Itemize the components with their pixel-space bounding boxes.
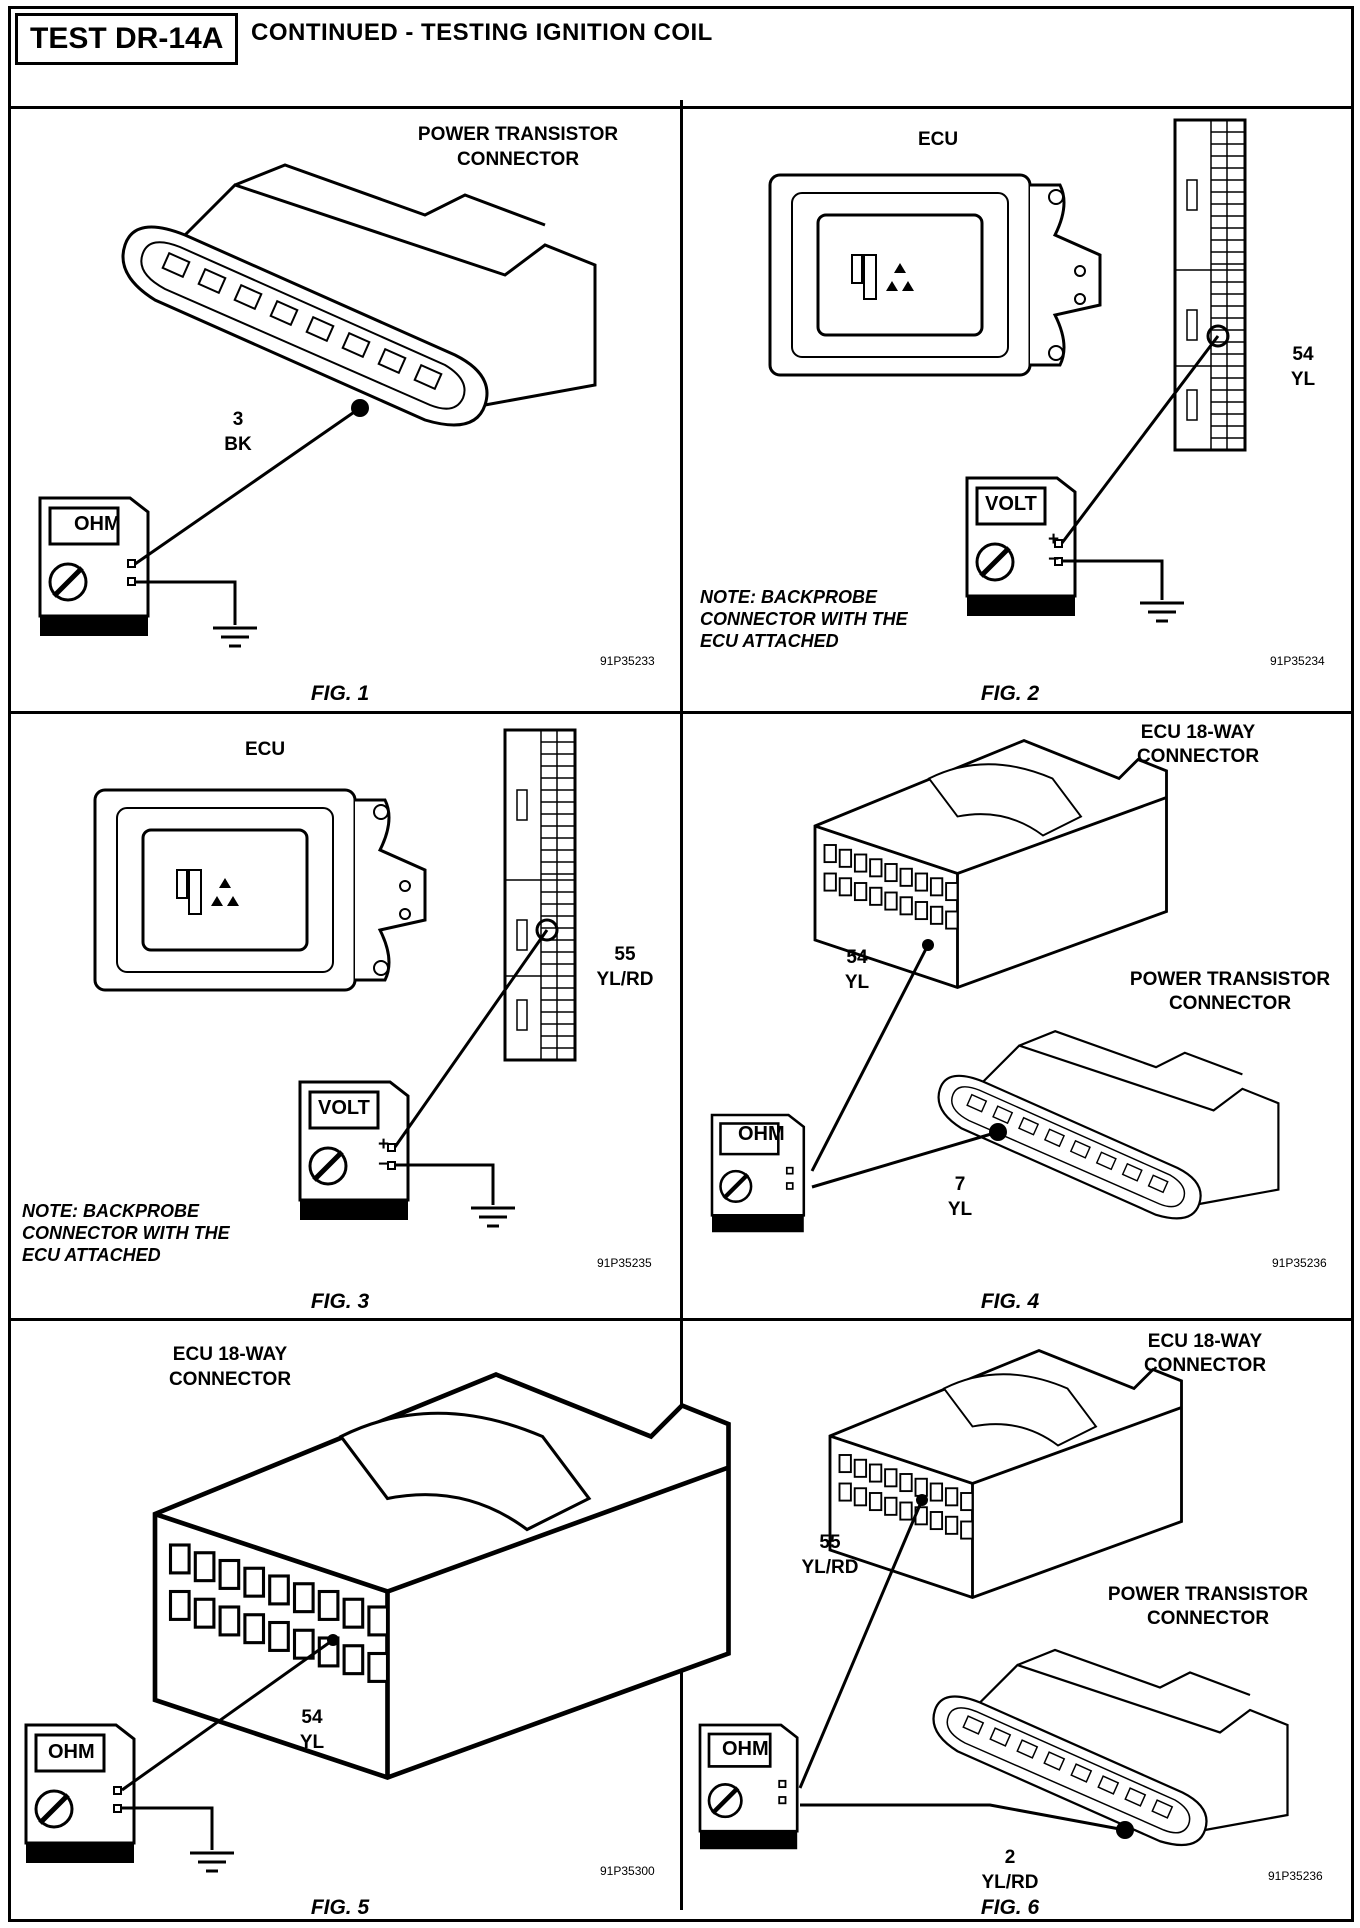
- pin-color: BK: [224, 434, 252, 455]
- test-id-box: TEST DR-14A: [15, 13, 239, 65]
- pin-number: 54: [301, 1707, 323, 1728]
- panel-divider-vertical: [680, 100, 683, 1910]
- ground-icon: [188, 1851, 236, 1873]
- meter-label: VOLT: [985, 493, 1037, 515]
- fig-6: ECU 18-WAY CONNECTOR 55 YL/RD POWER TRAN…: [700, 1331, 1323, 1919]
- probe-lead: [121, 1638, 334, 1792]
- probe-lead-1: [810, 944, 930, 1172]
- pin-number: 55: [614, 944, 636, 965]
- ecu-pin-strip: [1173, 118, 1247, 452]
- fig-1: OHM POWER TRANSISTOR CONNECTOR 3 BK 91P3…: [40, 124, 655, 705]
- header-title: CONTINUED - TESTING IGNITION COIL: [251, 19, 713, 46]
- pin-number: 3: [233, 409, 244, 430]
- note-l1: NOTE: BACKPROBE: [22, 1201, 200, 1221]
- probe-point: [535, 918, 559, 942]
- diagram-sheet: TEST DR-14A CONTINUED - TESTING IGNITION…: [8, 6, 1354, 1922]
- probe-lead: [134, 406, 361, 566]
- pin2-number: 2: [1005, 1847, 1016, 1868]
- ecu-pin-strip: [503, 728, 577, 1062]
- note-l2: CONNECTOR WITH THE: [22, 1223, 231, 1243]
- figure-code: 91P35236: [1268, 1869, 1323, 1883]
- note-l3: ECU ATTACHED: [22, 1245, 161, 1265]
- plus-sign: +: [378, 1134, 389, 1155]
- ecu-18-way-connector-drawing: [828, 1349, 1183, 1599]
- power-transistor-connector-drawing: [932, 1648, 1289, 1847]
- ecu-18-way-connector-drawing: [155, 1375, 729, 1778]
- figure-caption: FIG. 2: [981, 682, 1040, 705]
- probe-lead-2: [811, 1130, 999, 1189]
- meter-label: OHM: [738, 1123, 785, 1145]
- panel-divider-row2: [8, 1318, 1354, 1321]
- meter-label: OHM: [48, 1741, 95, 1763]
- pin-number: 54: [846, 947, 868, 968]
- figure-caption: FIG. 5: [311, 1896, 370, 1919]
- pin-color: YL: [845, 972, 870, 993]
- figure-caption: FIG. 6: [981, 1896, 1040, 1919]
- pin-color: YL: [1291, 369, 1316, 390]
- component-label-l1: POWER TRANSISTOR: [418, 124, 618, 145]
- meter-label: OHM: [74, 513, 121, 535]
- component-label: ECU: [245, 739, 285, 760]
- component-label-l2: CONNECTOR: [169, 1369, 291, 1390]
- figure-code: 91P35235: [597, 1256, 652, 1270]
- ground-lead: [135, 580, 237, 625]
- figure-code: 91P35234: [1270, 654, 1325, 668]
- figure-caption: FIG. 3: [311, 1290, 370, 1313]
- component-label-l2: CONNECTOR: [1144, 1355, 1266, 1376]
- minus-sign: −: [1048, 549, 1059, 570]
- component2-label-l1: POWER TRANSISTOR: [1108, 1584, 1308, 1605]
- ecu-drawing: [768, 173, 1102, 377]
- plus-sign: +: [1048, 529, 1059, 550]
- probe-lead: [1060, 335, 1220, 544]
- meter-label: OHM: [722, 1738, 769, 1760]
- ground-icon: [469, 1206, 517, 1228]
- ecu-18-way-connector-drawing: [813, 739, 1168, 989]
- fig-2: ECU 54 YL VOLT + − NOTE: BACKPROBE CONNE…: [700, 118, 1325, 705]
- component2-label-l2: CONNECTOR: [1169, 993, 1291, 1014]
- fig-5: ECU 18-WAY CONNECTOR 54 YL OHM 91P35300 …: [26, 1344, 729, 1919]
- component2-label-l2: CONNECTOR: [1147, 1608, 1269, 1629]
- ground-icon: [211, 626, 259, 648]
- component-label-l1: ECU 18-WAY: [1141, 722, 1256, 743]
- power-transistor-connector-drawing: [121, 163, 597, 427]
- figure-caption: FIG. 4: [981, 1290, 1040, 1313]
- ground-lead: [395, 1163, 495, 1205]
- power-transistor-connector-drawing: [937, 1030, 1280, 1220]
- fig-4: ECU 18-WAY CONNECTOR 54 YL POWER TRANSIS…: [712, 722, 1330, 1313]
- pin2-number: 7: [955, 1174, 966, 1195]
- fig-3: ECU 55 YL/RD VOLT + − NOTE: BACKPROBE CO…: [22, 728, 654, 1313]
- probe-point: [1206, 324, 1230, 348]
- figure-caption: FIG. 1: [311, 682, 369, 705]
- pin-color: YL/RD: [597, 969, 654, 990]
- pin-color: YL/RD: [802, 1557, 859, 1578]
- component-label: ECU: [918, 129, 958, 150]
- ecu-drawing: [93, 788, 427, 992]
- pin-number: 55: [819, 1532, 841, 1553]
- meter-label: VOLT: [318, 1097, 370, 1119]
- ground-lead: [122, 1806, 214, 1850]
- probe-lead: [393, 929, 549, 1148]
- probe-lead-1: [798, 1499, 924, 1789]
- pin-number: 54: [1292, 344, 1314, 365]
- probe-lead-2: [800, 1803, 1126, 1832]
- ground-lead: [1062, 559, 1164, 600]
- pin2-color: YL/RD: [982, 1872, 1039, 1893]
- figure-code: 91P35236: [1272, 1256, 1327, 1270]
- figure-code: 91P35300: [600, 1864, 655, 1878]
- note-l3: ECU ATTACHED: [700, 631, 839, 651]
- component-label-l2: CONNECTOR: [457, 149, 579, 170]
- minus-sign: −: [378, 1154, 389, 1175]
- figure-code: 91P35233: [600, 654, 655, 668]
- note-l2: CONNECTOR WITH THE: [700, 609, 909, 629]
- component2-label-l1: POWER TRANSISTOR: [1130, 969, 1330, 990]
- pin2-color: YL: [948, 1199, 973, 1220]
- component-label-l1: ECU 18-WAY: [1148, 1331, 1263, 1352]
- pin-color: YL: [300, 1732, 325, 1753]
- panel-divider-row1: [8, 711, 1354, 714]
- component-label-l1: ECU 18-WAY: [173, 1344, 288, 1365]
- component-label-l2: CONNECTOR: [1137, 746, 1259, 767]
- note-l1: NOTE: BACKPROBE: [700, 587, 878, 607]
- ground-icon: [1138, 601, 1186, 623]
